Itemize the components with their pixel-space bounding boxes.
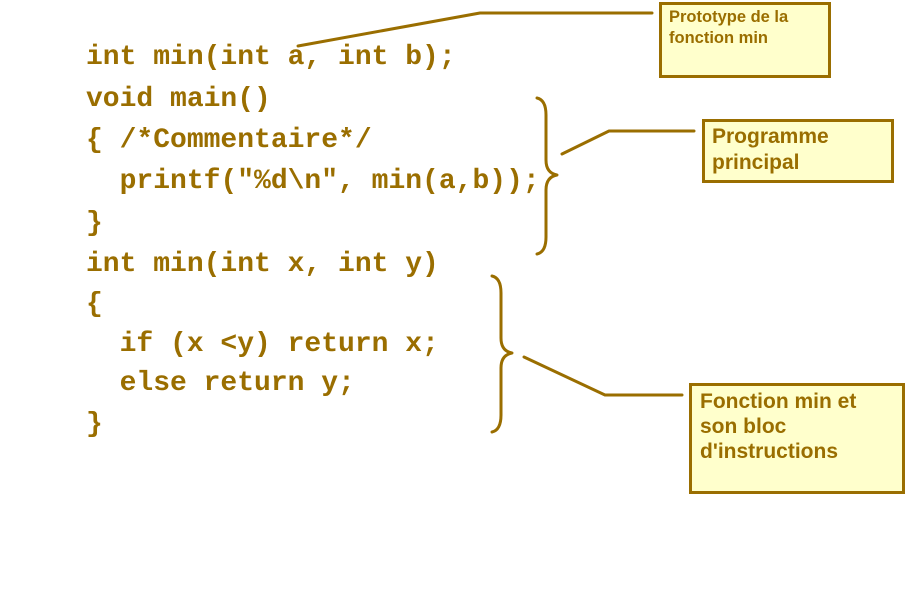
- main-program-callout-text: Programme principal: [712, 125, 829, 174]
- code-line-min-open-brace: {: [86, 289, 103, 320]
- code-line-main-signature: void main(): [86, 84, 271, 115]
- function-block-brace: [490, 274, 514, 434]
- prototype-callout: Prototype de la fonction min: [659, 2, 831, 78]
- code-line-if-return: if (x <y) return x;: [86, 329, 439, 360]
- code-line-min-signature: int min(int x, int y): [86, 249, 439, 280]
- code-line-min-close-brace: }: [86, 409, 103, 440]
- main-program-callout: Programme principal: [702, 119, 894, 183]
- code-line-main-open-brace: { /*Commentaire*/: [86, 125, 372, 156]
- function-block-callout: Fonction min et son bloc d'instructions: [689, 383, 905, 494]
- code-line-printf: printf("%d\n", min(a,b));: [86, 166, 540, 197]
- prototype-leader-line: [296, 11, 654, 48]
- function-block-leader-line: [522, 355, 684, 397]
- code-line-else-return: else return y;: [86, 368, 355, 399]
- main-program-leader-line: [560, 129, 696, 156]
- prototype-callout-text: Prototype de la fonction min: [669, 8, 789, 47]
- function-block-callout-text: Fonction min et son bloc d'instructions: [700, 390, 857, 463]
- main-program-brace: [535, 96, 559, 256]
- code-line-prototype: int min(int a, int b);: [86, 42, 456, 73]
- code-line-main-close-brace: }: [86, 208, 103, 239]
